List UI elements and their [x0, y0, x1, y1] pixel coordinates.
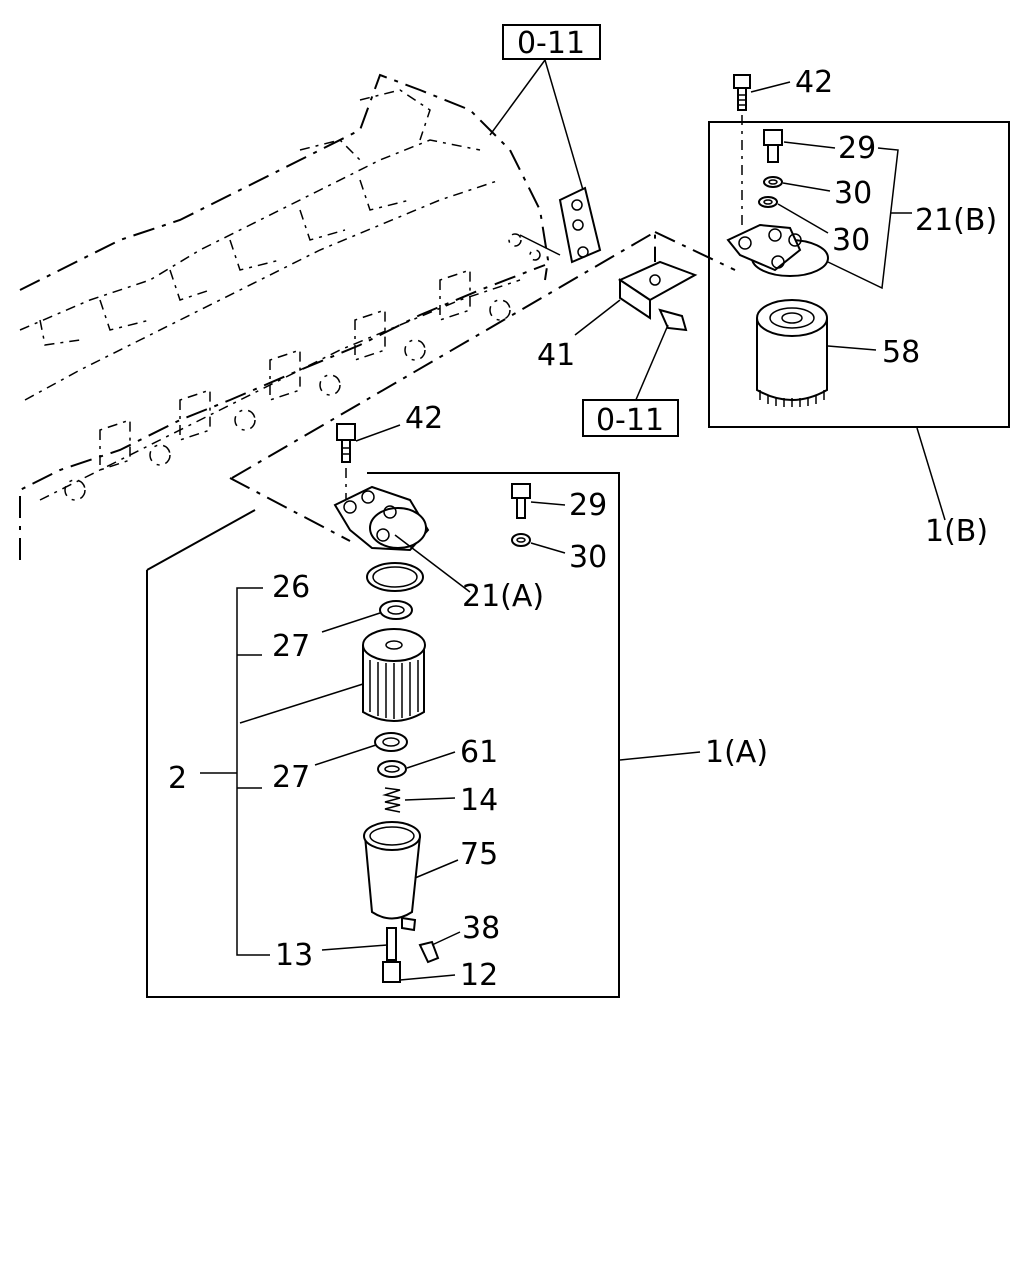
- callout-21a[interactable]: 21(A): [462, 579, 544, 614]
- callout-1a[interactable]: 1(A): [705, 735, 768, 770]
- callout-30-mid[interactable]: 30: [569, 540, 607, 575]
- callout-61[interactable]: 61: [460, 735, 498, 770]
- ref-box-top[interactable]: 0-11: [502, 24, 601, 61]
- callout-58[interactable]: 58: [882, 335, 920, 370]
- bolt-29-mid: [511, 483, 566, 554]
- assembly-1a-frame: [146, 472, 701, 998]
- callout-29-mid[interactable]: 29: [569, 488, 607, 523]
- mounting-plate: [519, 186, 602, 264]
- bolt-29-top: [763, 129, 836, 163]
- callout-1b[interactable]: 1(B): [925, 514, 988, 549]
- seal-27-lower: [314, 732, 408, 766]
- callout-30-top-a[interactable]: 30: [834, 176, 872, 211]
- bracket-41: [574, 260, 698, 403]
- engine-block: [19, 73, 550, 560]
- center-bolt-13: [321, 927, 456, 983]
- washers-30-top: [758, 176, 831, 234]
- callout-38[interactable]: 38: [462, 911, 500, 946]
- bolt-42-mid: [336, 423, 401, 500]
- drain-plug-38: [418, 931, 461, 964]
- assembly-1b-frame: [708, 121, 1010, 521]
- callout-42-mid[interactable]: 42: [405, 401, 443, 436]
- callout-26[interactable]: 26: [272, 570, 310, 605]
- callout-13[interactable]: 13: [275, 938, 313, 973]
- callout-75[interactable]: 75: [460, 837, 498, 872]
- ref-label-mid: 0-11: [596, 403, 664, 438]
- bolt-42-top: [733, 74, 791, 230]
- ref-box-mid[interactable]: 0-11: [582, 399, 679, 438]
- callout-12[interactable]: 12: [460, 958, 498, 993]
- callout-labels: 42 29 30 30 21(B) 58 41 1(B) 42 29 30 21…: [168, 65, 997, 993]
- filter-element: [239, 628, 426, 724]
- spin-on-filter-58: [756, 299, 877, 407]
- filter-bowl-75: [363, 821, 459, 932]
- callout-27-b[interactable]: 27: [272, 760, 310, 795]
- callout-2[interactable]: 2: [168, 761, 187, 796]
- ref-label-top: 0-11: [517, 26, 585, 61]
- callout-30-top-b[interactable]: 30: [832, 223, 870, 258]
- spring-14: [382, 787, 456, 813]
- callout-41[interactable]: 41: [537, 338, 575, 373]
- filter-head-21b: [726, 223, 829, 277]
- washer-61: [377, 751, 456, 778]
- o-ring-26: [366, 562, 424, 592]
- callout-42-top[interactable]: 42: [795, 65, 833, 100]
- callout-14[interactable]: 14: [460, 783, 498, 818]
- callout-21b[interactable]: 21(B): [915, 203, 997, 238]
- callout-27-a[interactable]: 27: [272, 629, 310, 664]
- seal-27-upper: [321, 600, 413, 633]
- callout-29-top[interactable]: 29: [838, 131, 876, 166]
- filter-head-21a: [333, 485, 471, 593]
